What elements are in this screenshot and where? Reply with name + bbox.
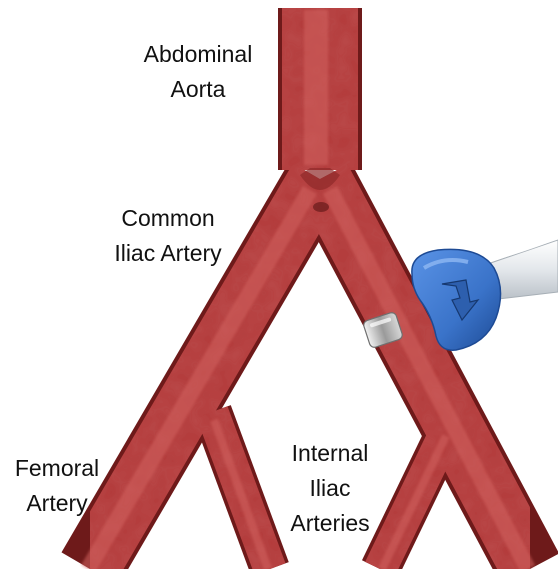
label-line: Iliac Artery xyxy=(103,236,233,271)
label-line: Abdominal xyxy=(128,37,268,72)
label-femoral-artery: Femoral Artery xyxy=(2,451,112,521)
label-common-iliac-artery: Common Iliac Artery xyxy=(103,201,233,271)
label-line: Femoral xyxy=(2,451,112,486)
label-abdominal-aorta: Abdominal Aorta xyxy=(128,37,268,107)
label-line: Aorta xyxy=(128,72,268,107)
label-line: Arteries xyxy=(270,506,390,541)
label-line: Artery xyxy=(2,486,112,521)
label-line: Internal xyxy=(270,436,390,471)
label-line: Common xyxy=(103,201,233,236)
label-line: Iliac xyxy=(270,471,390,506)
label-internal-iliac-arteries: Internal Iliac Arteries xyxy=(270,436,390,541)
